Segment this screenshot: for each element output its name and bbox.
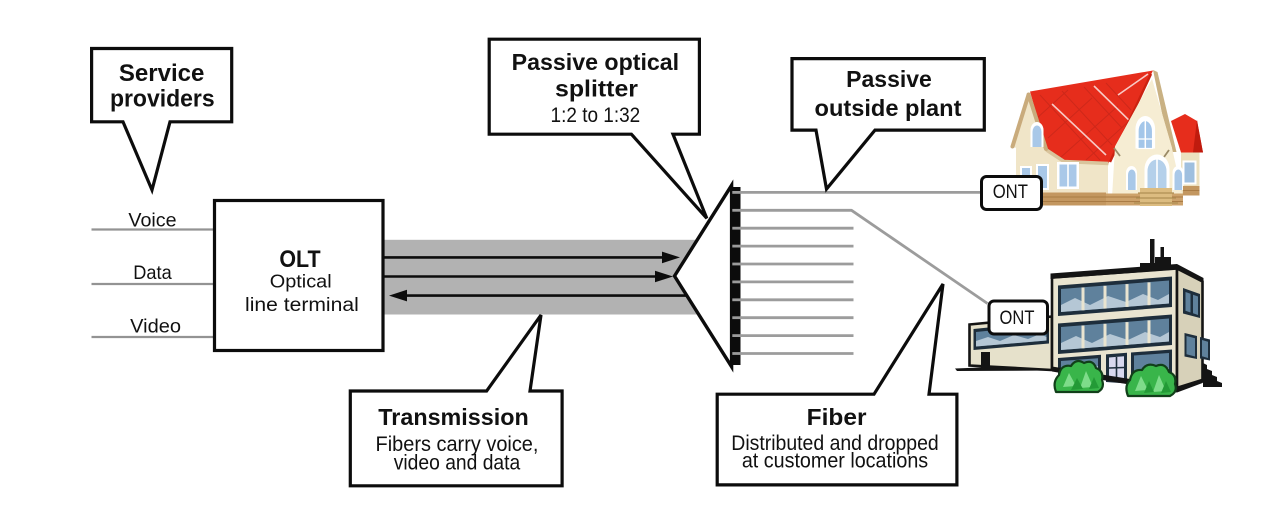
svg-text:Fiber: Fiber [807, 404, 867, 430]
svg-text:at customer locations: at customer locations [742, 448, 928, 472]
svg-text:Voice: Voice [128, 209, 176, 231]
svg-text:ONT: ONT [1000, 307, 1035, 329]
svg-text:Service: Service [119, 60, 205, 87]
svg-text:1:2 to 1:32: 1:2 to 1:32 [551, 103, 641, 127]
svg-text:Optical: Optical [270, 271, 332, 292]
svg-text:ONT: ONT [993, 181, 1028, 203]
svg-text:providers: providers [110, 85, 215, 112]
svg-text:outside plant: outside plant [815, 95, 962, 121]
svg-text:Data: Data [133, 262, 172, 284]
svg-text:Fibers carry voice,: Fibers carry voice, [376, 433, 539, 456]
svg-text:Passive: Passive [846, 66, 932, 92]
svg-text:Video: Video [130, 315, 181, 337]
svg-text:splitter: splitter [555, 76, 638, 102]
svg-text:Transmission: Transmission [378, 404, 528, 430]
svg-text:video and data: video and data [394, 451, 521, 474]
svg-text:Passive optical: Passive optical [512, 49, 680, 75]
svg-text:OLT: OLT [279, 246, 320, 273]
svg-text:Distributed and dropped: Distributed and dropped [731, 431, 938, 455]
svg-text:line terminal: line terminal [245, 295, 359, 316]
